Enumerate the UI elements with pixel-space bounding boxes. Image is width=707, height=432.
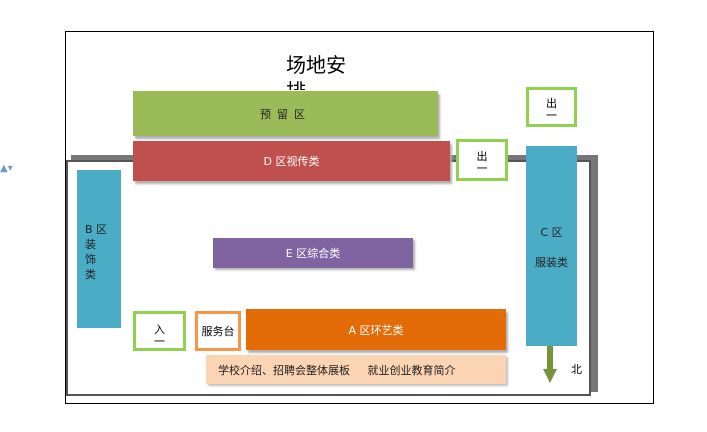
service-desk: 服务台 <box>195 311 241 351</box>
exit-middle-mark: 一 <box>476 162 488 175</box>
exit-top-mark: 一 <box>546 109 557 122</box>
entrance-label: 入 <box>154 323 165 336</box>
zone-a: A 区环艺类 <box>246 309 506 350</box>
entrance: 入 一 <box>133 311 186 351</box>
exit-top-label: 出 <box>546 97 557 110</box>
north-label: 北 <box>571 363 582 376</box>
zone-b-line2: 装 <box>85 238 96 251</box>
zone-reserve: 预留区 <box>133 91 438 136</box>
zone-c-line1: C 区 <box>540 226 563 239</box>
page-title: 场地安排 <box>286 53 346 90</box>
exit-middle: 出 一 <box>456 139 508 181</box>
exit-middle-label: 出 <box>476 150 488 163</box>
display-board-banner: 学校介绍、招聘会整体展板 就业创业教育简介 <box>206 355 506 384</box>
zone-c-line2: 服装类 <box>535 256 568 269</box>
zone-b: B 区 装 饰 类 <box>77 170 121 328</box>
zone-b-line4: 类 <box>85 268 96 281</box>
exit-top: 出 一 <box>526 87 577 127</box>
zone-d: D 区视传类 <box>133 141 450 181</box>
down-arrow-icon <box>543 346 557 383</box>
zone-b-line3: 饰 <box>85 253 96 266</box>
zone-e: E 区综合类 <box>213 238 413 268</box>
zone-c: C 区 服装类 <box>526 146 577 346</box>
entrance-mark: 一 <box>154 335 165 348</box>
side-anchor-icon: ▲▾ <box>0 163 13 174</box>
zone-b-line1: B 区 <box>85 223 108 236</box>
